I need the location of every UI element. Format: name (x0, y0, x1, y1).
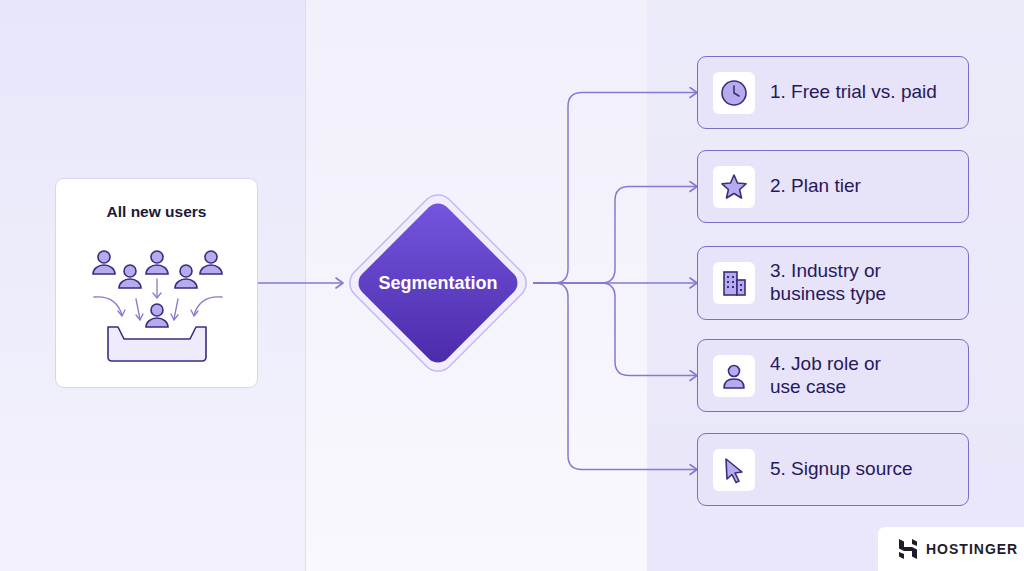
star-icon (720, 173, 748, 201)
connector-arrow (533, 93, 697, 284)
icon-tile (713, 262, 755, 304)
segment-label: 1. Free trial vs. paid (770, 81, 937, 104)
segment-box: 5. Signup source (697, 433, 969, 506)
brand-watermark: HOSTINGER (926, 541, 1018, 557)
segment-box: 1. Free trial vs. paid (697, 56, 969, 129)
cursor-icon (720, 456, 748, 484)
icon-tile (713, 72, 755, 114)
brand-logo (898, 538, 918, 560)
building-icon (720, 269, 748, 297)
watermark-box: HOSTINGER (878, 527, 1024, 571)
segment-label: 4. Job role or use case (770, 353, 910, 399)
clock-icon (720, 79, 748, 107)
connector-arrow (533, 283, 697, 376)
segment-box: 3. Industry or business type (697, 246, 969, 320)
decision-diamond: Segmentation (343, 188, 533, 378)
icon-tile (713, 355, 755, 397)
connector-arrow (533, 187, 697, 284)
segment-label: 3. Industry or business type (770, 260, 920, 306)
person-icon (720, 362, 748, 390)
box-title: All new users (56, 203, 257, 221)
icon-tile (713, 166, 755, 208)
segment-label: 2. Plan tier (770, 175, 861, 198)
connector-arrow (533, 283, 697, 470)
segment-label: 5. Signup source (770, 458, 913, 481)
segment-box: 2. Plan tier (697, 150, 969, 223)
start-box: All new users (55, 178, 258, 388)
segment-box: 4. Job role or use case (697, 339, 969, 412)
icon-tile (713, 449, 755, 491)
connector-arrow (258, 282, 343, 284)
decision-label: Segmentation (378, 273, 497, 294)
